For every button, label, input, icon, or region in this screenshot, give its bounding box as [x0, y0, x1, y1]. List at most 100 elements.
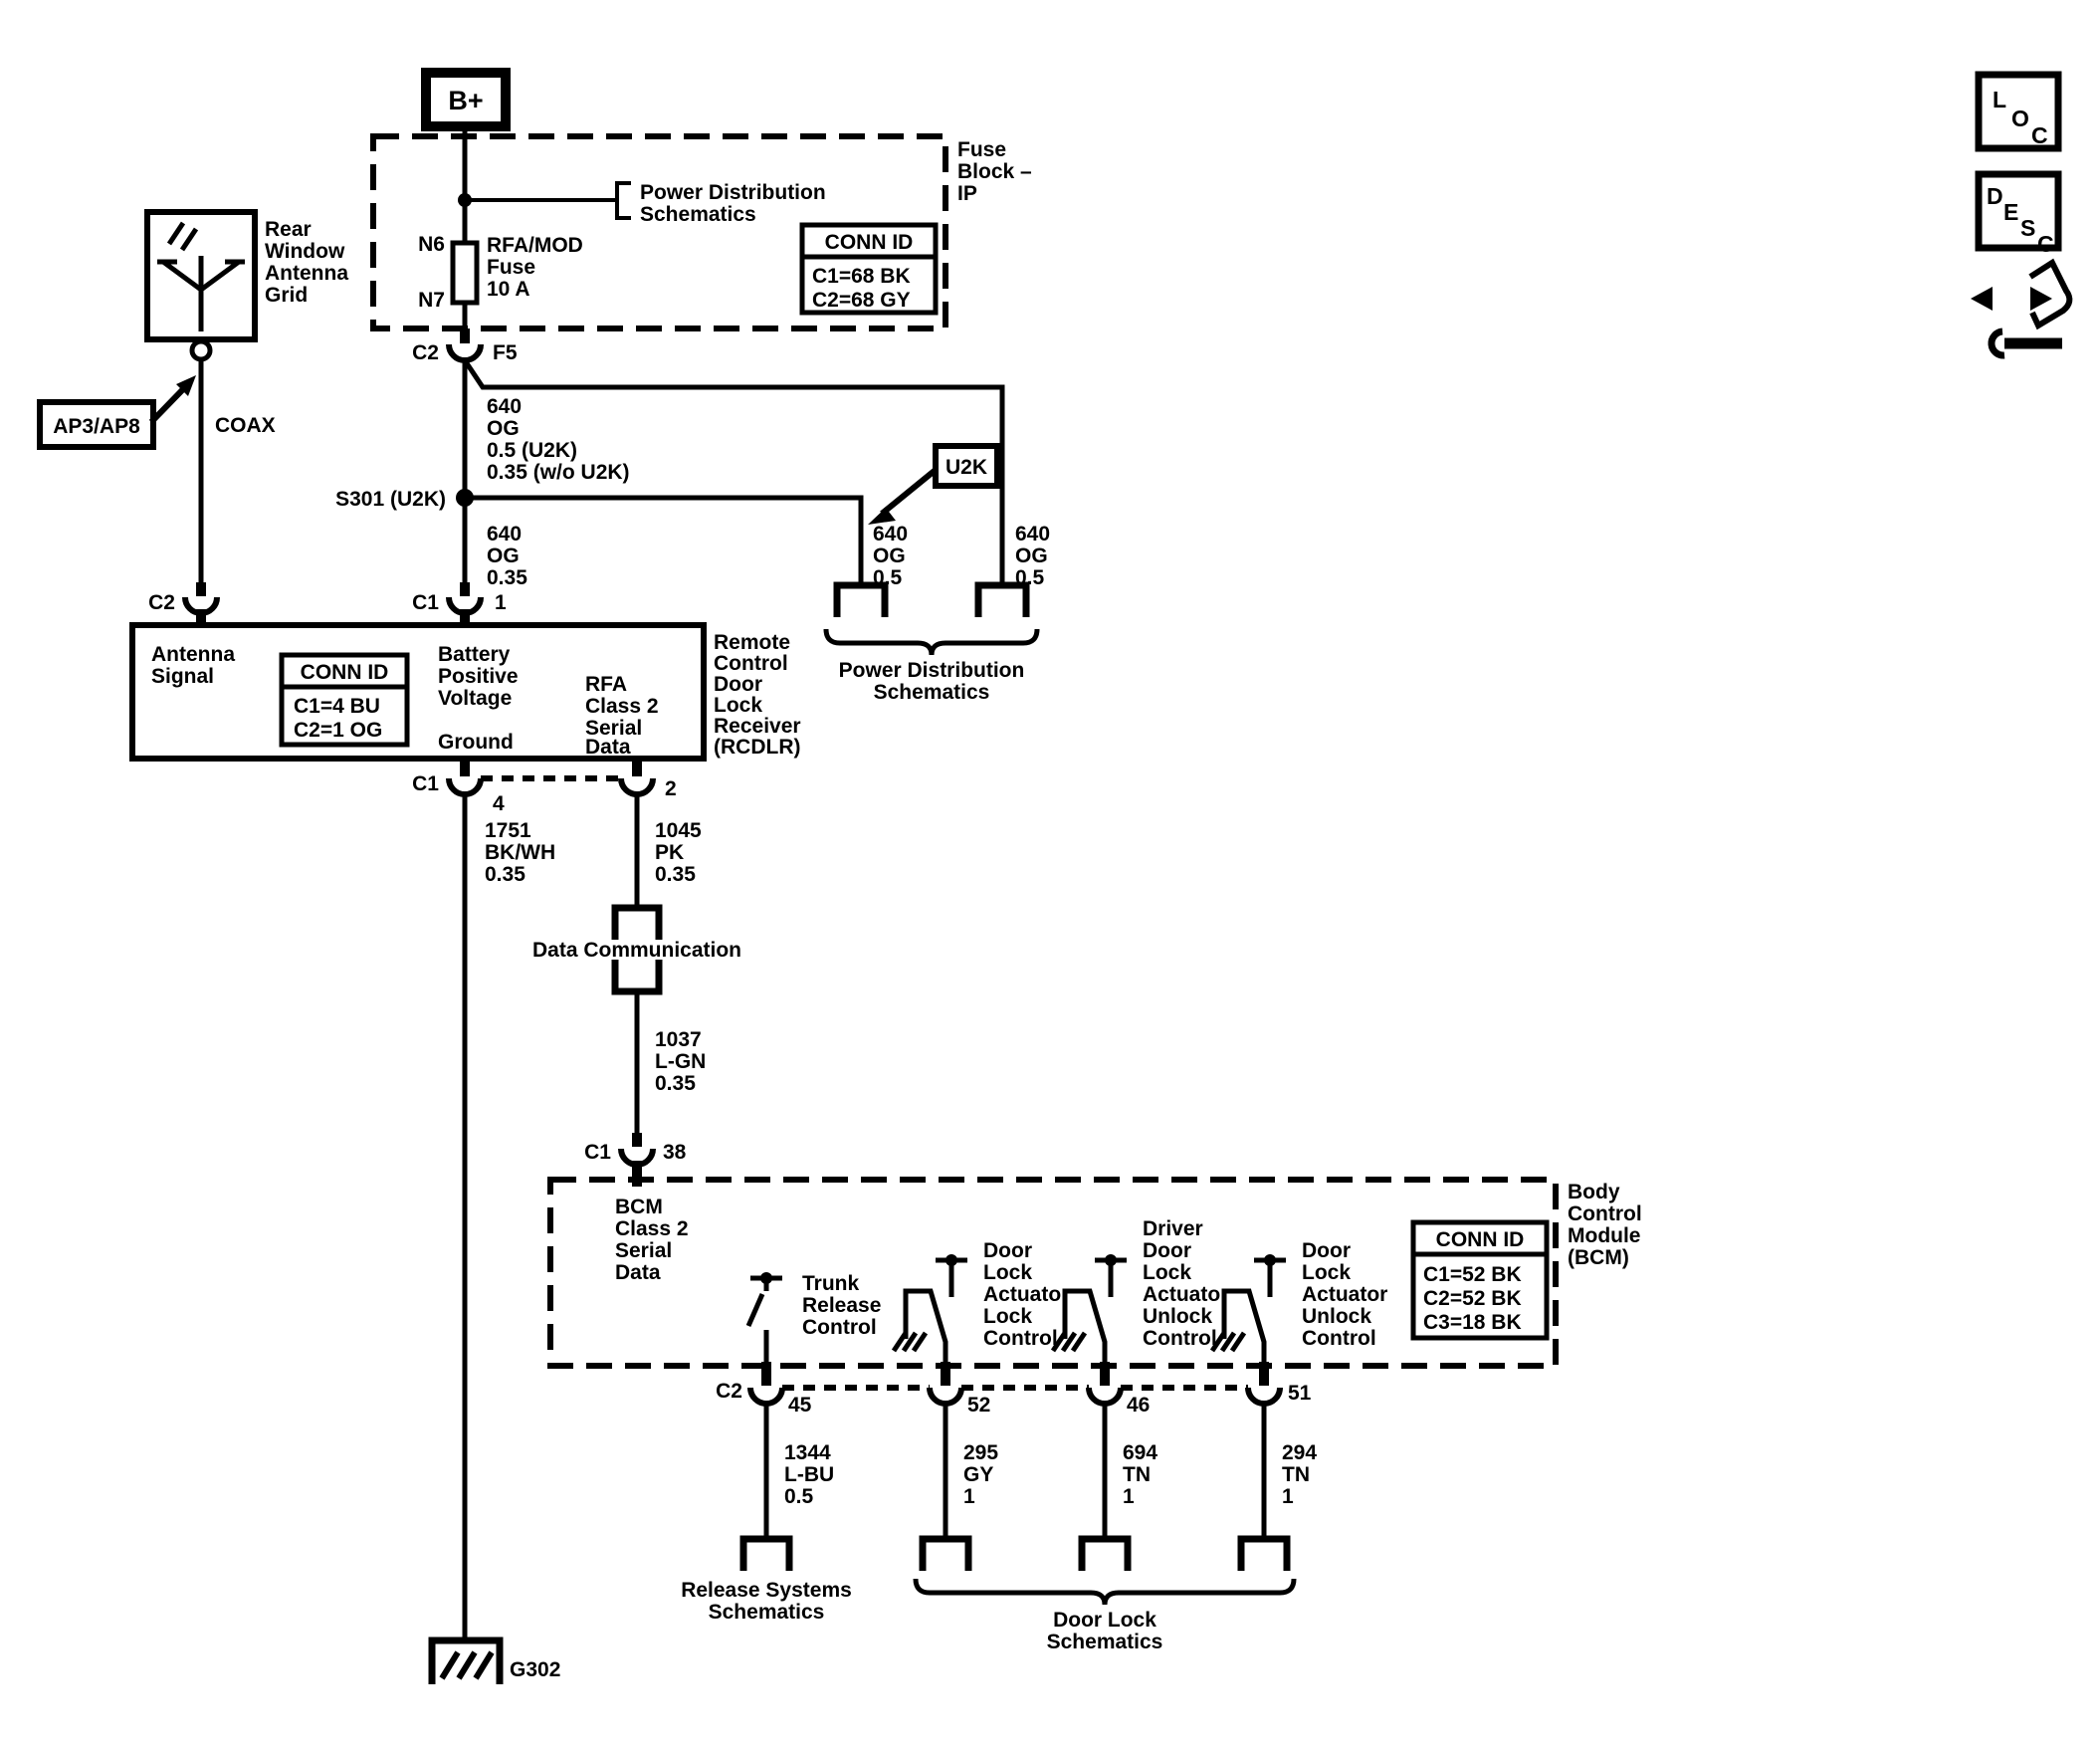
connector-label: C1 — [412, 772, 439, 795]
conn-id-box — [799, 222, 939, 316]
connector-label: C2 — [716, 1380, 742, 1403]
wire-label: 640 — [487, 523, 522, 546]
offpage-bottom — [611, 960, 663, 995]
serial-circuit: 1045 PK 0.35 Data Communication 1037 L-G… — [532, 792, 741, 1187]
loc-letter: O — [2011, 106, 2029, 131]
power-dist-ref: Schematics — [640, 203, 756, 226]
offpage-terminal — [739, 1535, 793, 1571]
pin-label: 45 — [788, 1394, 812, 1417]
antenna-symbol — [157, 221, 245, 331]
wire-label: L-GN — [655, 1050, 706, 1073]
output-label: Trunk — [802, 1272, 859, 1295]
adjust-tools-icon[interactable] — [1971, 258, 2073, 359]
wire-label: 1344 — [784, 1441, 831, 1464]
wire-label: L-BU — [784, 1463, 834, 1486]
pin-label: 52 — [967, 1394, 990, 1417]
pin-label: 1 — [495, 591, 507, 614]
ap3-ap8-callout[interactable]: AP3/AP8 — [37, 375, 196, 450]
loc-button[interactable]: L O C — [1975, 71, 2062, 152]
rcdlr-input: Signal — [151, 665, 214, 688]
bcm-title: Body — [1568, 1181, 1620, 1203]
power-dist-ref: Power Distribution — [640, 181, 826, 204]
bcm-title: Module — [1568, 1224, 1641, 1247]
release-ref: Schematics — [709, 1601, 825, 1624]
rcdlr-output: Data — [585, 736, 631, 759]
offpage-top — [611, 904, 663, 940]
output-label: Driver — [1143, 1217, 1203, 1240]
output-label: Control — [802, 1316, 877, 1339]
rcdlr-battery-pin: 640 OG 0.35 C1 1 — [412, 503, 527, 628]
rcdlr-output: Serial — [585, 717, 642, 740]
bcm-output-wiring: 1344 L-BU 0.5 295 GY 1 694 TN 1 294 TN 1… — [681, 1402, 1317, 1653]
output-label: Unlock — [1143, 1305, 1212, 1328]
rcdlr-input: Antenna — [151, 643, 235, 666]
fuse-block-outline — [370, 133, 948, 331]
fuse-block-conn-id: CONN ID C1=68 BK C2=68 GY — [799, 222, 939, 316]
conn-id-row: C2=1 OG — [294, 719, 382, 742]
desc-letter: E — [2003, 199, 2018, 225]
wire-label: 0.35 — [487, 566, 527, 589]
bent-arrow-outline — [2028, 258, 2073, 330]
coax-label: COAX — [215, 414, 276, 437]
pin-label: 2 — [665, 777, 677, 800]
bcm-conn-id: CONN ID C1=52 BK C2=52 BK C3=18 BK — [1410, 1219, 1550, 1341]
fuse-block-title: Fuse — [957, 138, 1006, 161]
release-ref: Release Systems — [681, 1579, 852, 1602]
output-label: Lock — [1302, 1261, 1351, 1284]
loc-letter: C — [2031, 122, 2048, 148]
ap3-ap8-box[interactable] — [37, 399, 156, 450]
bcm-module: BCM Class 2 Serial Data Body Control Mod… — [547, 1177, 1642, 1417]
reference-bracket — [615, 181, 631, 220]
conn-id-row: C2=68 GY — [812, 289, 911, 312]
desc-button-box[interactable] — [1975, 170, 2062, 252]
fuse-symbol — [450, 240, 480, 306]
ring-terminal — [189, 338, 213, 362]
conn-id-row: C2=52 BK — [1423, 1287, 1522, 1310]
battery-label: B+ — [448, 86, 483, 115]
wire — [462, 358, 1005, 585]
fuse-block-title: Block – — [957, 160, 1032, 183]
offpage-terminal — [1237, 1535, 1291, 1571]
offpage-terminal — [919, 1535, 972, 1571]
conn-id-row: C1=68 BK — [812, 265, 911, 288]
offpage-terminal — [833, 581, 889, 617]
output-label: Control — [1143, 1327, 1217, 1350]
bcm-serial-label: Serial — [615, 1239, 672, 1262]
power-dist-ref-bottom: Power Distribution — [839, 659, 1025, 682]
conn-id-box — [1410, 1219, 1550, 1341]
ground-label: G302 — [510, 1658, 560, 1681]
pin-label: 46 — [1127, 1394, 1150, 1417]
output-label: Door — [983, 1239, 1032, 1262]
wire-label: 0.35 — [655, 1072, 696, 1095]
connector-label: C2 — [148, 591, 175, 614]
wire-label: 1751 — [485, 819, 531, 842]
output-label: Control — [983, 1327, 1058, 1350]
wire-label: 0.35 — [655, 863, 696, 886]
loc-letter: L — [1993, 87, 2006, 112]
u2k-box[interactable] — [933, 443, 1000, 489]
conn-id-box — [279, 652, 410, 748]
ap3-ap8-arrow — [148, 386, 186, 425]
output-label: Actuator — [1302, 1283, 1387, 1306]
u2k-callout[interactable]: U2K — [868, 443, 1000, 525]
wire-label: 1037 — [655, 1028, 702, 1051]
door-lock-ref: Schematics — [1047, 1631, 1163, 1653]
splice-label: S301 (U2K) — [335, 488, 446, 511]
rcdlr-conn-id: CONN ID C1=4 BU C2=1 OG — [279, 652, 410, 748]
rcdlr-output: Class 2 — [585, 695, 659, 718]
desc-button[interactable]: D E S C — [1975, 170, 2062, 257]
antenna-label: Rear — [265, 218, 312, 241]
door-lock-ref: Door Lock — [1053, 1609, 1156, 1632]
wire-label: 1 — [1123, 1485, 1135, 1508]
data-comm-offpage: Data Communication — [532, 904, 741, 995]
fuse-label: 10 A — [487, 278, 530, 301]
wire-label: 1 — [963, 1485, 975, 1508]
wire-label: 0.35 (w/o U2K) — [487, 461, 630, 484]
trunk-release-switch — [745, 1272, 782, 1366]
battery-callout[interactable]: B+ — [421, 68, 511, 131]
loc-button-box[interactable] — [1975, 71, 2062, 152]
unlock-driver-symbol — [1209, 1254, 1286, 1366]
rcdlr-title: Lock — [714, 694, 762, 717]
rcdlr-title: Control — [714, 652, 788, 675]
antenna-label: Antenna — [265, 262, 348, 285]
